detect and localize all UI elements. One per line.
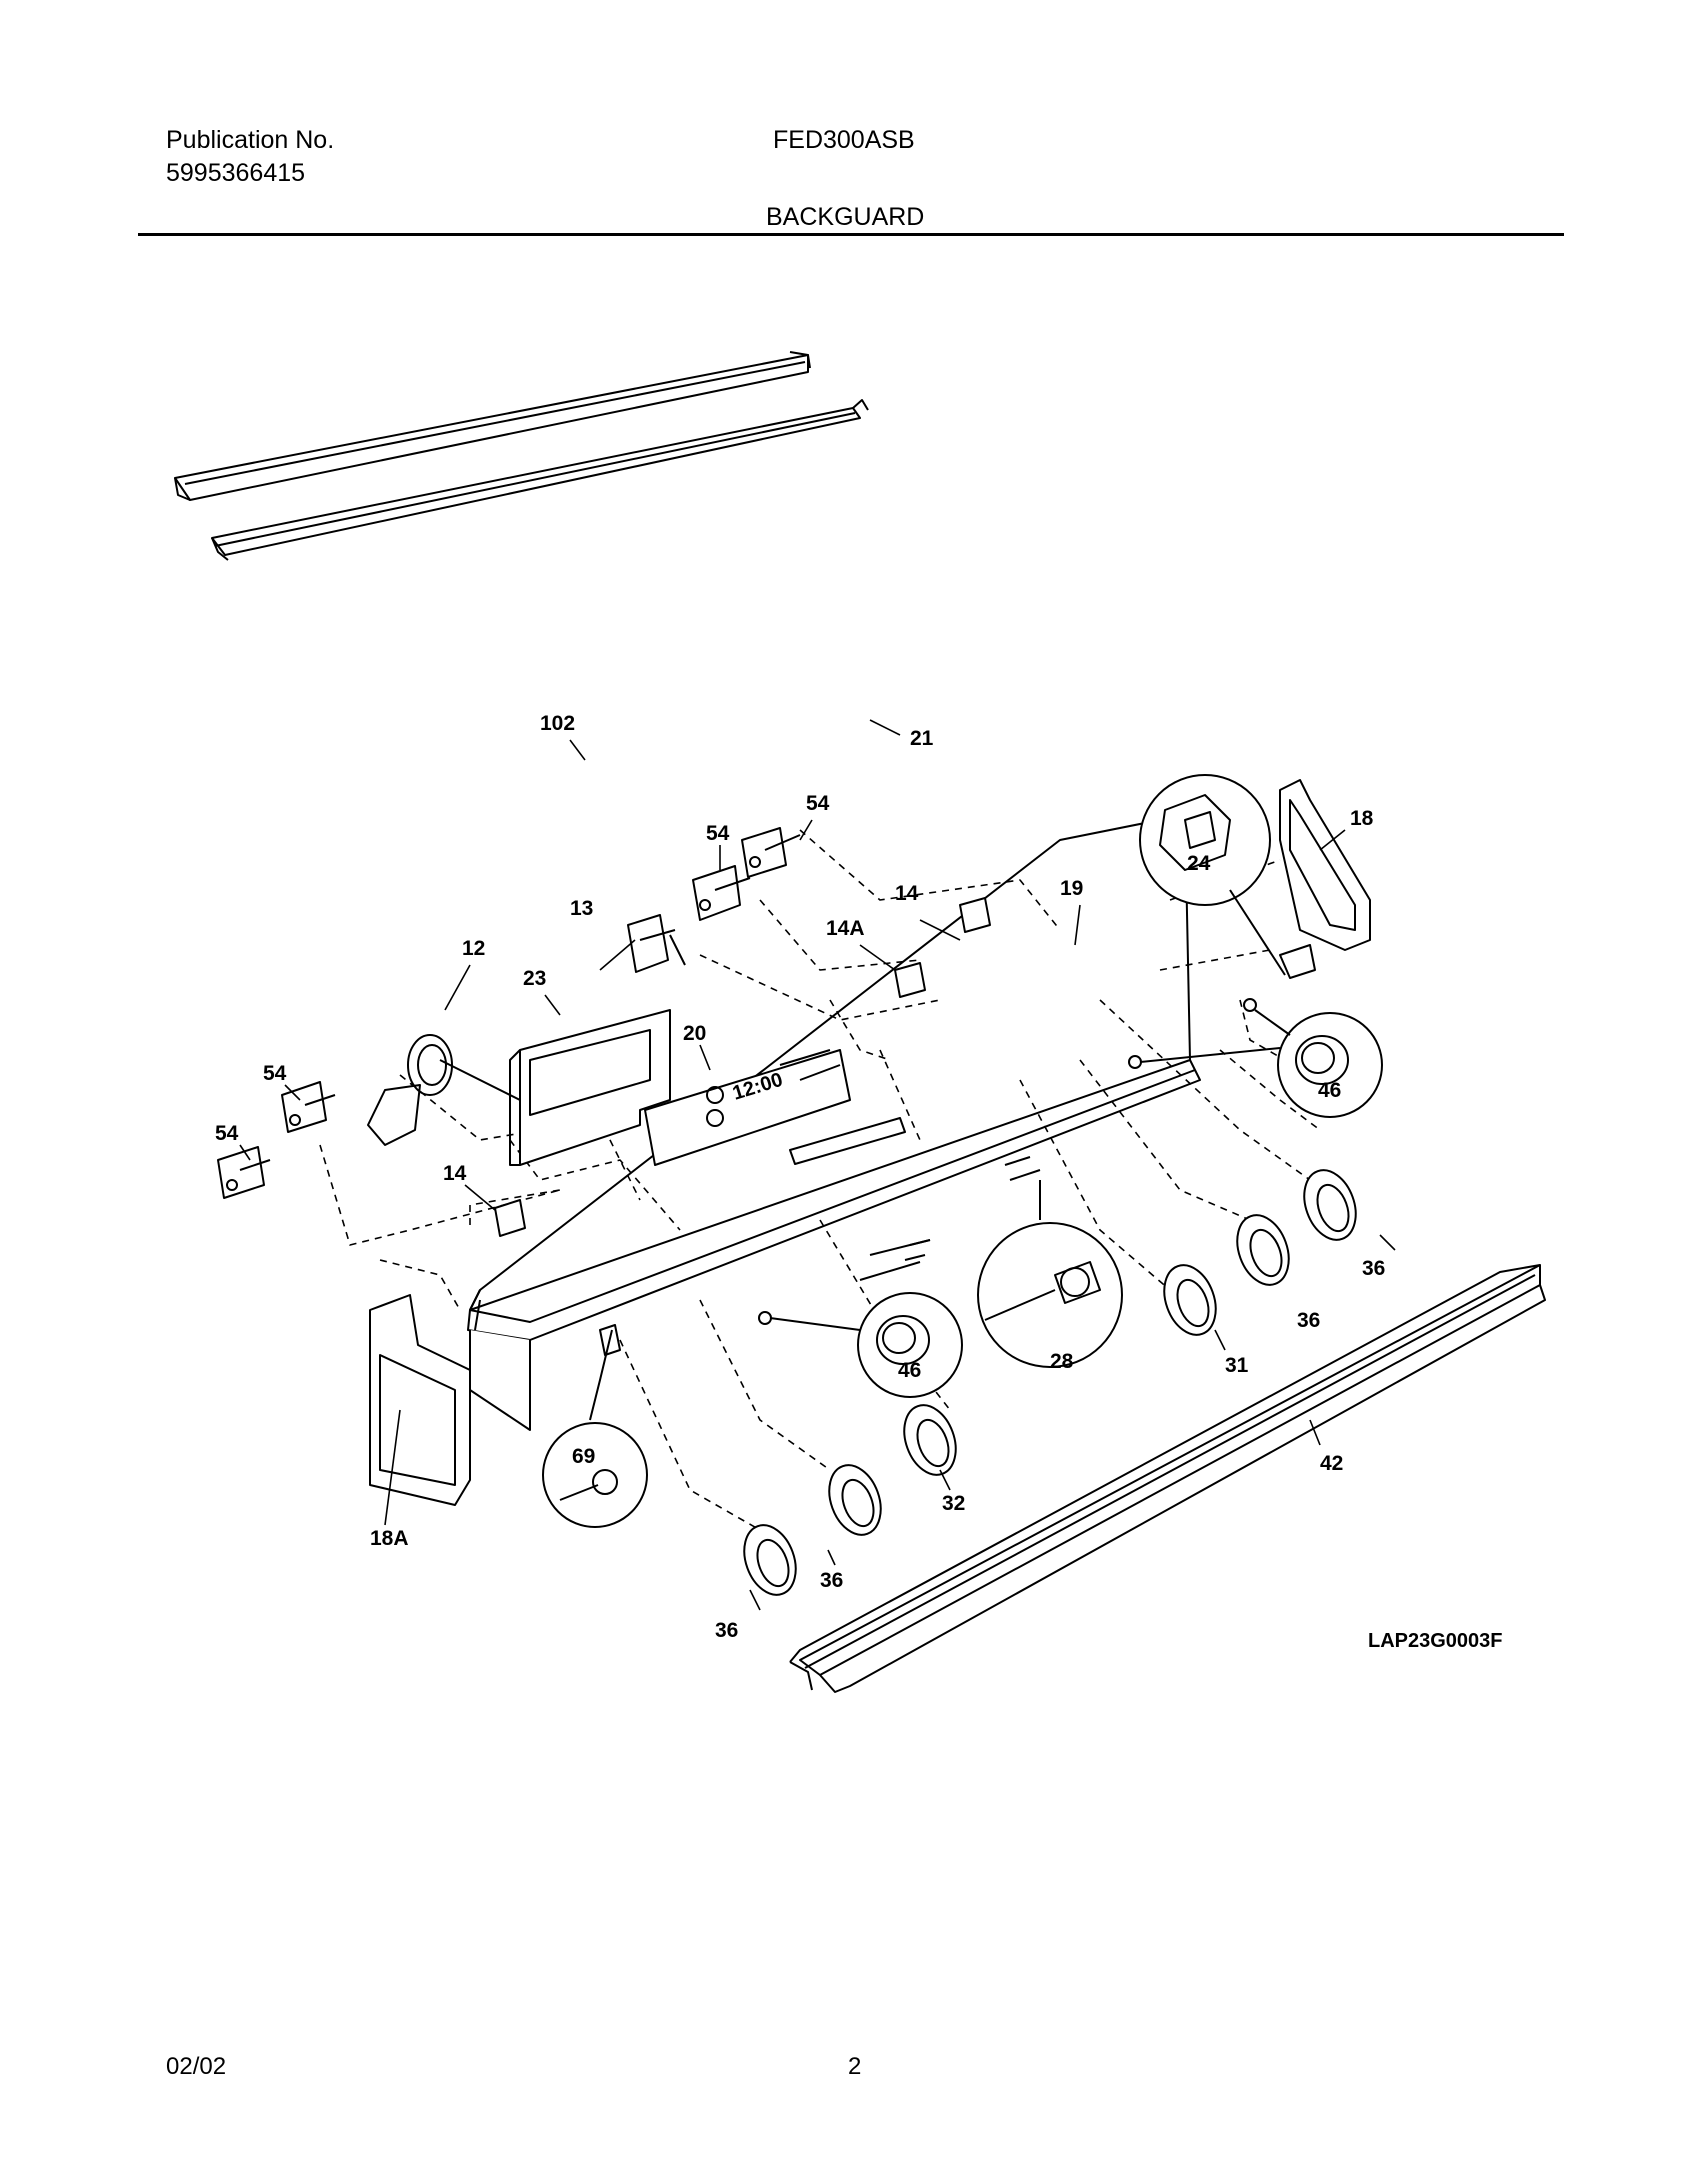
end-cap-18 (1279, 779, 1371, 951)
inset-46-b (758, 1292, 963, 1398)
switch-13 (627, 914, 686, 973)
switch-54-d (217, 1146, 271, 1199)
callout-24: 24 (1187, 852, 1211, 875)
callout-42: 42 (1320, 1452, 1343, 1475)
callout-54-a: 54 (706, 822, 730, 845)
callout-20: 20 (683, 1022, 706, 1045)
switch-54-c (281, 1081, 336, 1133)
timer-20 (644, 1049, 851, 1166)
block-14A (894, 962, 926, 998)
header-rule (138, 233, 1564, 236)
publication-number: 5995366415 (166, 159, 306, 187)
block-14-a (959, 897, 991, 933)
callout-14-a: 14 (895, 882, 919, 905)
callout-pointers (239, 719, 1396, 1611)
callout-54-d: 54 (215, 1122, 239, 1145)
switch-54-b (741, 827, 801, 878)
callout-14A: 14A (826, 917, 865, 940)
publication-label: Publication No. (166, 126, 335, 154)
section-title: BACKGUARD (766, 203, 925, 231)
callout-54-c: 54 (263, 1062, 287, 1085)
end-cap-18A (369, 1294, 471, 1506)
callout-46-b: 46 (898, 1359, 921, 1382)
switch-54-a (692, 865, 751, 921)
inset-28 (859, 1156, 1123, 1368)
extrusion-21 (211, 399, 869, 561)
knob-36-a (1303, 1169, 1357, 1241)
page-number: 2 (848, 2053, 862, 2080)
knob-36-b (1236, 1214, 1290, 1286)
callout-28: 28 (1050, 1350, 1074, 1373)
callout-36-b: 36 (1297, 1309, 1320, 1332)
callout-36-a: 36 (1362, 1257, 1385, 1280)
model-number: FED300ASB (773, 126, 915, 154)
callout-36-d: 36 (715, 1619, 738, 1642)
callout-69: 69 (572, 1445, 595, 1468)
callout-18: 18 (1350, 807, 1374, 830)
knob-36-c (828, 1464, 882, 1536)
callout-13: 13 (570, 897, 593, 920)
callout-23: 23 (523, 967, 546, 990)
block-14-b (494, 1199, 526, 1237)
inset-46-a (1128, 998, 1383, 1118)
callout-31: 31 (1225, 1354, 1249, 1377)
trim-strip-102 (174, 351, 811, 501)
bottom-trim-42 (789, 1264, 1546, 1693)
callout-102: 102 (540, 712, 575, 735)
callout-14-b: 14 (443, 1162, 467, 1185)
drawing-code: LAP23G0003F (1368, 1630, 1503, 1652)
callout-54-b: 54 (806, 792, 830, 815)
knob-32 (903, 1404, 957, 1476)
inset-24 (1139, 774, 1316, 979)
callout-19: 19 (1060, 877, 1083, 900)
callout-18A: 18A (370, 1527, 409, 1550)
bracket-23 (509, 1009, 671, 1166)
callout-32: 32 (942, 1492, 965, 1515)
knob-36-d (743, 1524, 797, 1596)
callout-46-a: 46 (1318, 1079, 1341, 1102)
callout-12: 12 (462, 937, 485, 960)
footer-date: 02/02 (166, 2053, 227, 2080)
inset-69 (542, 1324, 648, 1528)
callout-36-c: 36 (820, 1569, 843, 1592)
knob-31 (1163, 1264, 1217, 1336)
callout-21: 21 (910, 727, 934, 750)
